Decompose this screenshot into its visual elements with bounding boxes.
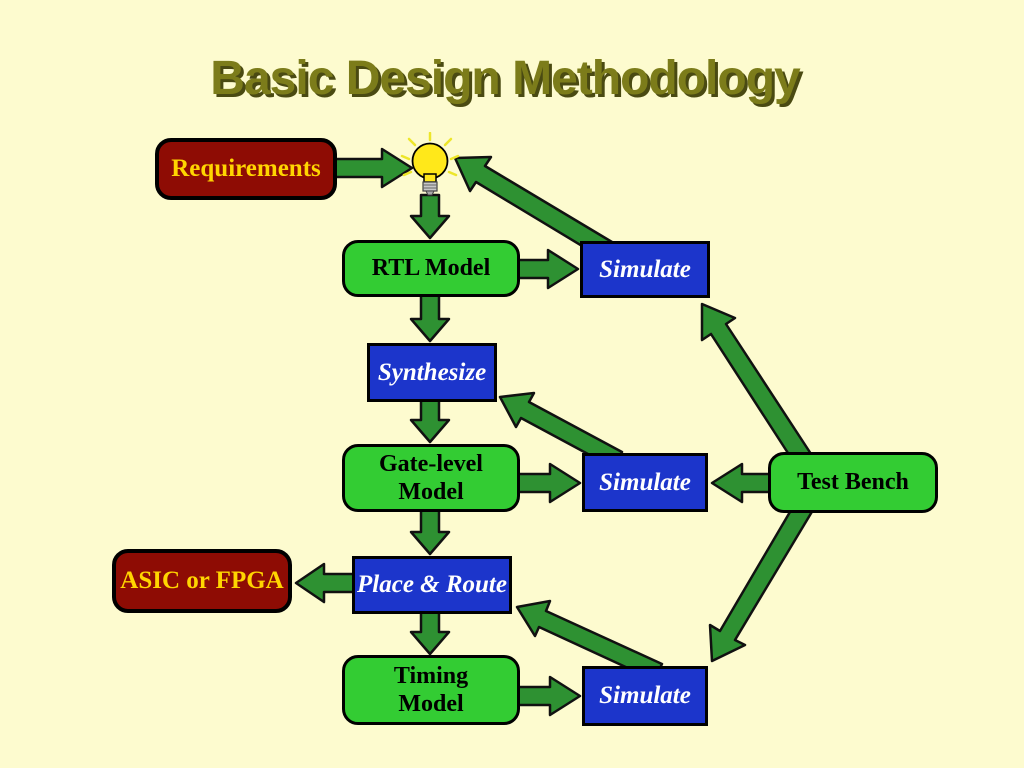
- arrow-gate-level-to-place-route: [409, 506, 451, 556]
- node-simulate-top-label: Simulate: [599, 255, 691, 283]
- node-simulate-bottom-label: Simulate: [599, 682, 691, 710]
- node-place-and-route: Place & Route: [352, 556, 512, 614]
- arrow-test-bench-to-simulate-mid: [710, 462, 774, 504]
- slide-title: Basic Design Methodology: [210, 52, 800, 105]
- node-gate-level-model-line2: Model: [398, 479, 464, 505]
- arrow-idea-to-rtl-model: [409, 193, 451, 240]
- node-simulate-top: Simulate: [580, 241, 710, 298]
- arrow-rtl-model-to-synthesize: [409, 290, 451, 343]
- node-timing-model-line1: Timing: [393, 662, 469, 689]
- lightbulb-icon: [400, 132, 460, 196]
- node-simulate-bottom: Simulate: [582, 666, 708, 726]
- arrow-test-bench-to-simulate-top: [700, 302, 815, 469]
- arrow-place-route-to-asic: [294, 562, 358, 604]
- arrow-requirements-to-idea: [328, 147, 414, 189]
- arrow-rtl-model-to-simulate: [513, 248, 580, 290]
- node-asic-or-fpga: ASIC or FPGA: [112, 549, 292, 613]
- node-rtl-model: RTL Model: [342, 240, 520, 297]
- node-timing-model-line2: Model: [398, 691, 464, 717]
- node-requirements: Requirements: [155, 138, 337, 200]
- node-timing-model: Timing Model: [342, 655, 520, 725]
- arrow-place-route-to-timing: [409, 608, 451, 656]
- node-synthesize-label: Synthesize: [377, 358, 487, 386]
- node-place-and-route-label: Place & Route: [357, 571, 507, 599]
- node-requirements-label: Requirements: [171, 155, 321, 183]
- arrow-gate-level-to-simulate: [513, 462, 582, 504]
- arrow-test-bench-to-simulate-bottom: [708, 498, 815, 663]
- node-rtl-model-label: RTL Model: [371, 255, 491, 282]
- node-gate-level-model: Gate-level Model: [342, 444, 520, 512]
- node-test-bench-label: Test Bench: [797, 469, 909, 496]
- arrow-synthesize-to-gate-level: [409, 396, 451, 444]
- node-simulate-mid-label: Simulate: [599, 468, 691, 496]
- node-gate-level-model-line1: Gate-level: [379, 450, 483, 477]
- node-synthesize: Synthesize: [367, 343, 497, 402]
- node-asic-or-fpga-label: ASIC or FPGA: [120, 567, 284, 595]
- node-test-bench: Test Bench: [768, 452, 938, 513]
- arrow-timing-to-simulate: [513, 675, 582, 717]
- node-simulate-mid: Simulate: [582, 453, 708, 512]
